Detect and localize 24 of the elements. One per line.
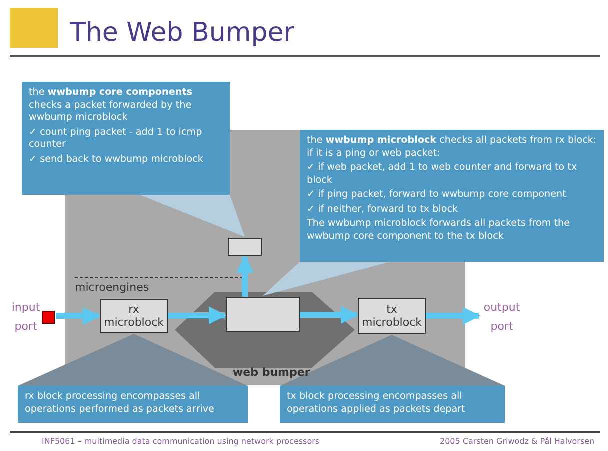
footer-text: INF5061 – multimedia data communication using network processors — [42, 437, 320, 446]
panel-label: microengines — [75, 281, 150, 294]
arrow — [56, 307, 101, 325]
panel-label: web bumper — [233, 366, 310, 379]
callout-box: tx block processing encompasses all operations applied as packets depart — [280, 386, 505, 423]
callout-pointer — [18, 334, 248, 386]
arrow — [300, 306, 359, 324]
port-label: output port — [480, 298, 524, 338]
slide-title: The Web Bumper — [70, 18, 294, 48]
microblock-box — [228, 238, 262, 256]
callout-pointer — [140, 195, 245, 237]
callout-pointer — [280, 335, 505, 386]
arrow — [236, 255, 254, 297]
microblock-box: rx microblock — [100, 299, 168, 333]
port-label: input port — [8, 298, 56, 338]
arrow — [168, 306, 227, 324]
microblock-box — [226, 297, 300, 332]
callout-box: rx block processing encompasses all operations performed as packets arrive — [18, 386, 248, 423]
callout-pointer — [263, 262, 390, 296]
microblock-box: tx microblock — [358, 298, 426, 334]
callout-box: the wwbump microblock checks all packets from rx block: if it is a ping or web packet: ✓ if web packet, add 1 to web counter and forward to tx block ✓ if ping packet, forward to wwbump core component ✓ if neither, forward to tx block The wwbump microblock forwards all packets from the wwbump core component to the tx block — [300, 130, 604, 262]
footer-text: 2005 Carsten Griwodz & Pål Halvorsen — [440, 437, 595, 446]
arrow — [426, 307, 481, 325]
callout-box: the wwbump core components checks a packet forwarded by the wwbump microblock ✓ count ping packet - add 1 to icmp counter ✓ send back to wwbump microblock — [22, 82, 230, 195]
